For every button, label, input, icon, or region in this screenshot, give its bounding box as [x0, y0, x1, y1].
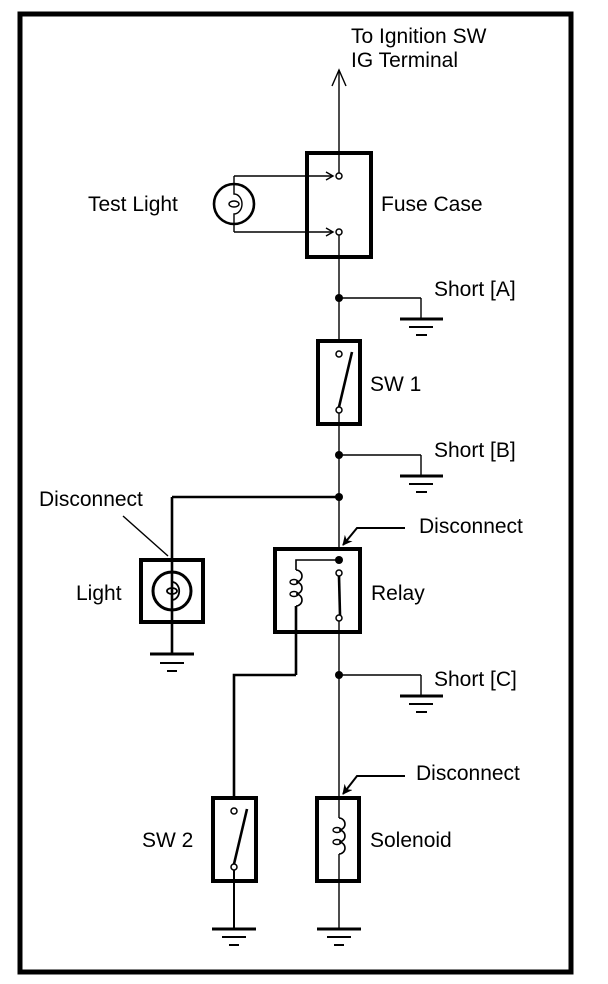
supply-label-line1: To Ignition SW [351, 25, 487, 48]
disconnect-relay-label: Disconnect [419, 515, 523, 538]
sw2-switch-icon [211, 796, 258, 929]
light-icon [139, 558, 205, 624]
disconnect-relay-arrow-icon [342, 527, 405, 546]
sw2-label: SW 2 [142, 829, 193, 852]
disconnect-solenoid-arrow-icon [342, 775, 405, 795]
disconnect-light-label: Disconnect [39, 488, 143, 511]
fuse-case-icon [305, 151, 373, 341]
solenoid-ground-icon [317, 927, 361, 946]
short-a-label: Short [A] [434, 278, 516, 301]
supply-label-line2: IG Terminal [351, 49, 458, 72]
short-a-ground-icon [335, 294, 443, 336]
solenoid-label: Solenoid [370, 829, 452, 852]
relay-label: Relay [371, 582, 425, 605]
sw1-switch-icon [316, 339, 362, 549]
test-light-icon [212, 175, 332, 233]
sw1-label: SW 1 [370, 373, 421, 396]
fuse-case-label: Fuse Case [381, 193, 483, 216]
solenoid-icon [315, 796, 361, 929]
short-c-label: Short [C] [434, 668, 517, 691]
sw2-ground-icon [212, 927, 256, 946]
test-light-label: Test Light [88, 193, 178, 216]
short-b-label: Short [B] [434, 439, 516, 462]
supply-arrow-icon [331, 68, 347, 176]
disconnect-solenoid-label: Disconnect [416, 762, 520, 785]
diagram-frame [17, 11, 574, 975]
relay-icon [273, 547, 362, 798]
light-branch-wire [170, 493, 343, 654]
short-b-ground-icon [335, 451, 443, 493]
light-label: Light [76, 582, 122, 605]
disconnect-light-pointer [122, 515, 169, 557]
light-ground-icon [150, 652, 194, 672]
relay-coil-wire [232, 673, 296, 798]
short-c-ground-icon [335, 671, 443, 713]
